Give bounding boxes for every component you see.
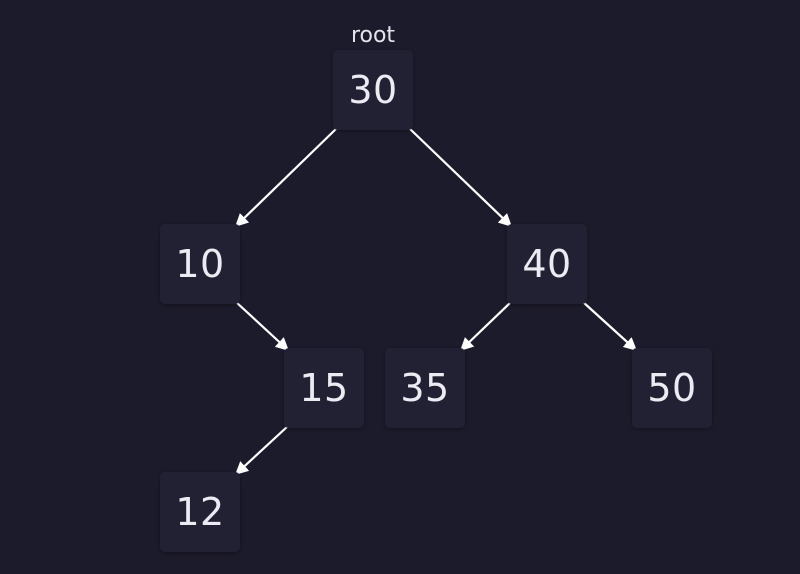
tree-node-15: 15 (284, 348, 364, 428)
edge-30-to-40 (408, 127, 512, 227)
tree-node-10: 10 (160, 224, 240, 304)
root-label: root (350, 23, 396, 48)
edge-30-to-10 (235, 127, 338, 227)
edge-10-to-15 (235, 301, 289, 351)
tree-node-12: 12 (160, 472, 240, 552)
edge-15-to-12 (235, 425, 289, 475)
edge-40-to-35 (460, 301, 512, 351)
tree-node-40: 40 (507, 224, 587, 304)
edge-40-to-50 (582, 301, 637, 351)
tree-node-50: 50 (632, 348, 712, 428)
tree-node-35: 35 (385, 348, 465, 428)
tree-node-30: 30 (333, 50, 413, 130)
